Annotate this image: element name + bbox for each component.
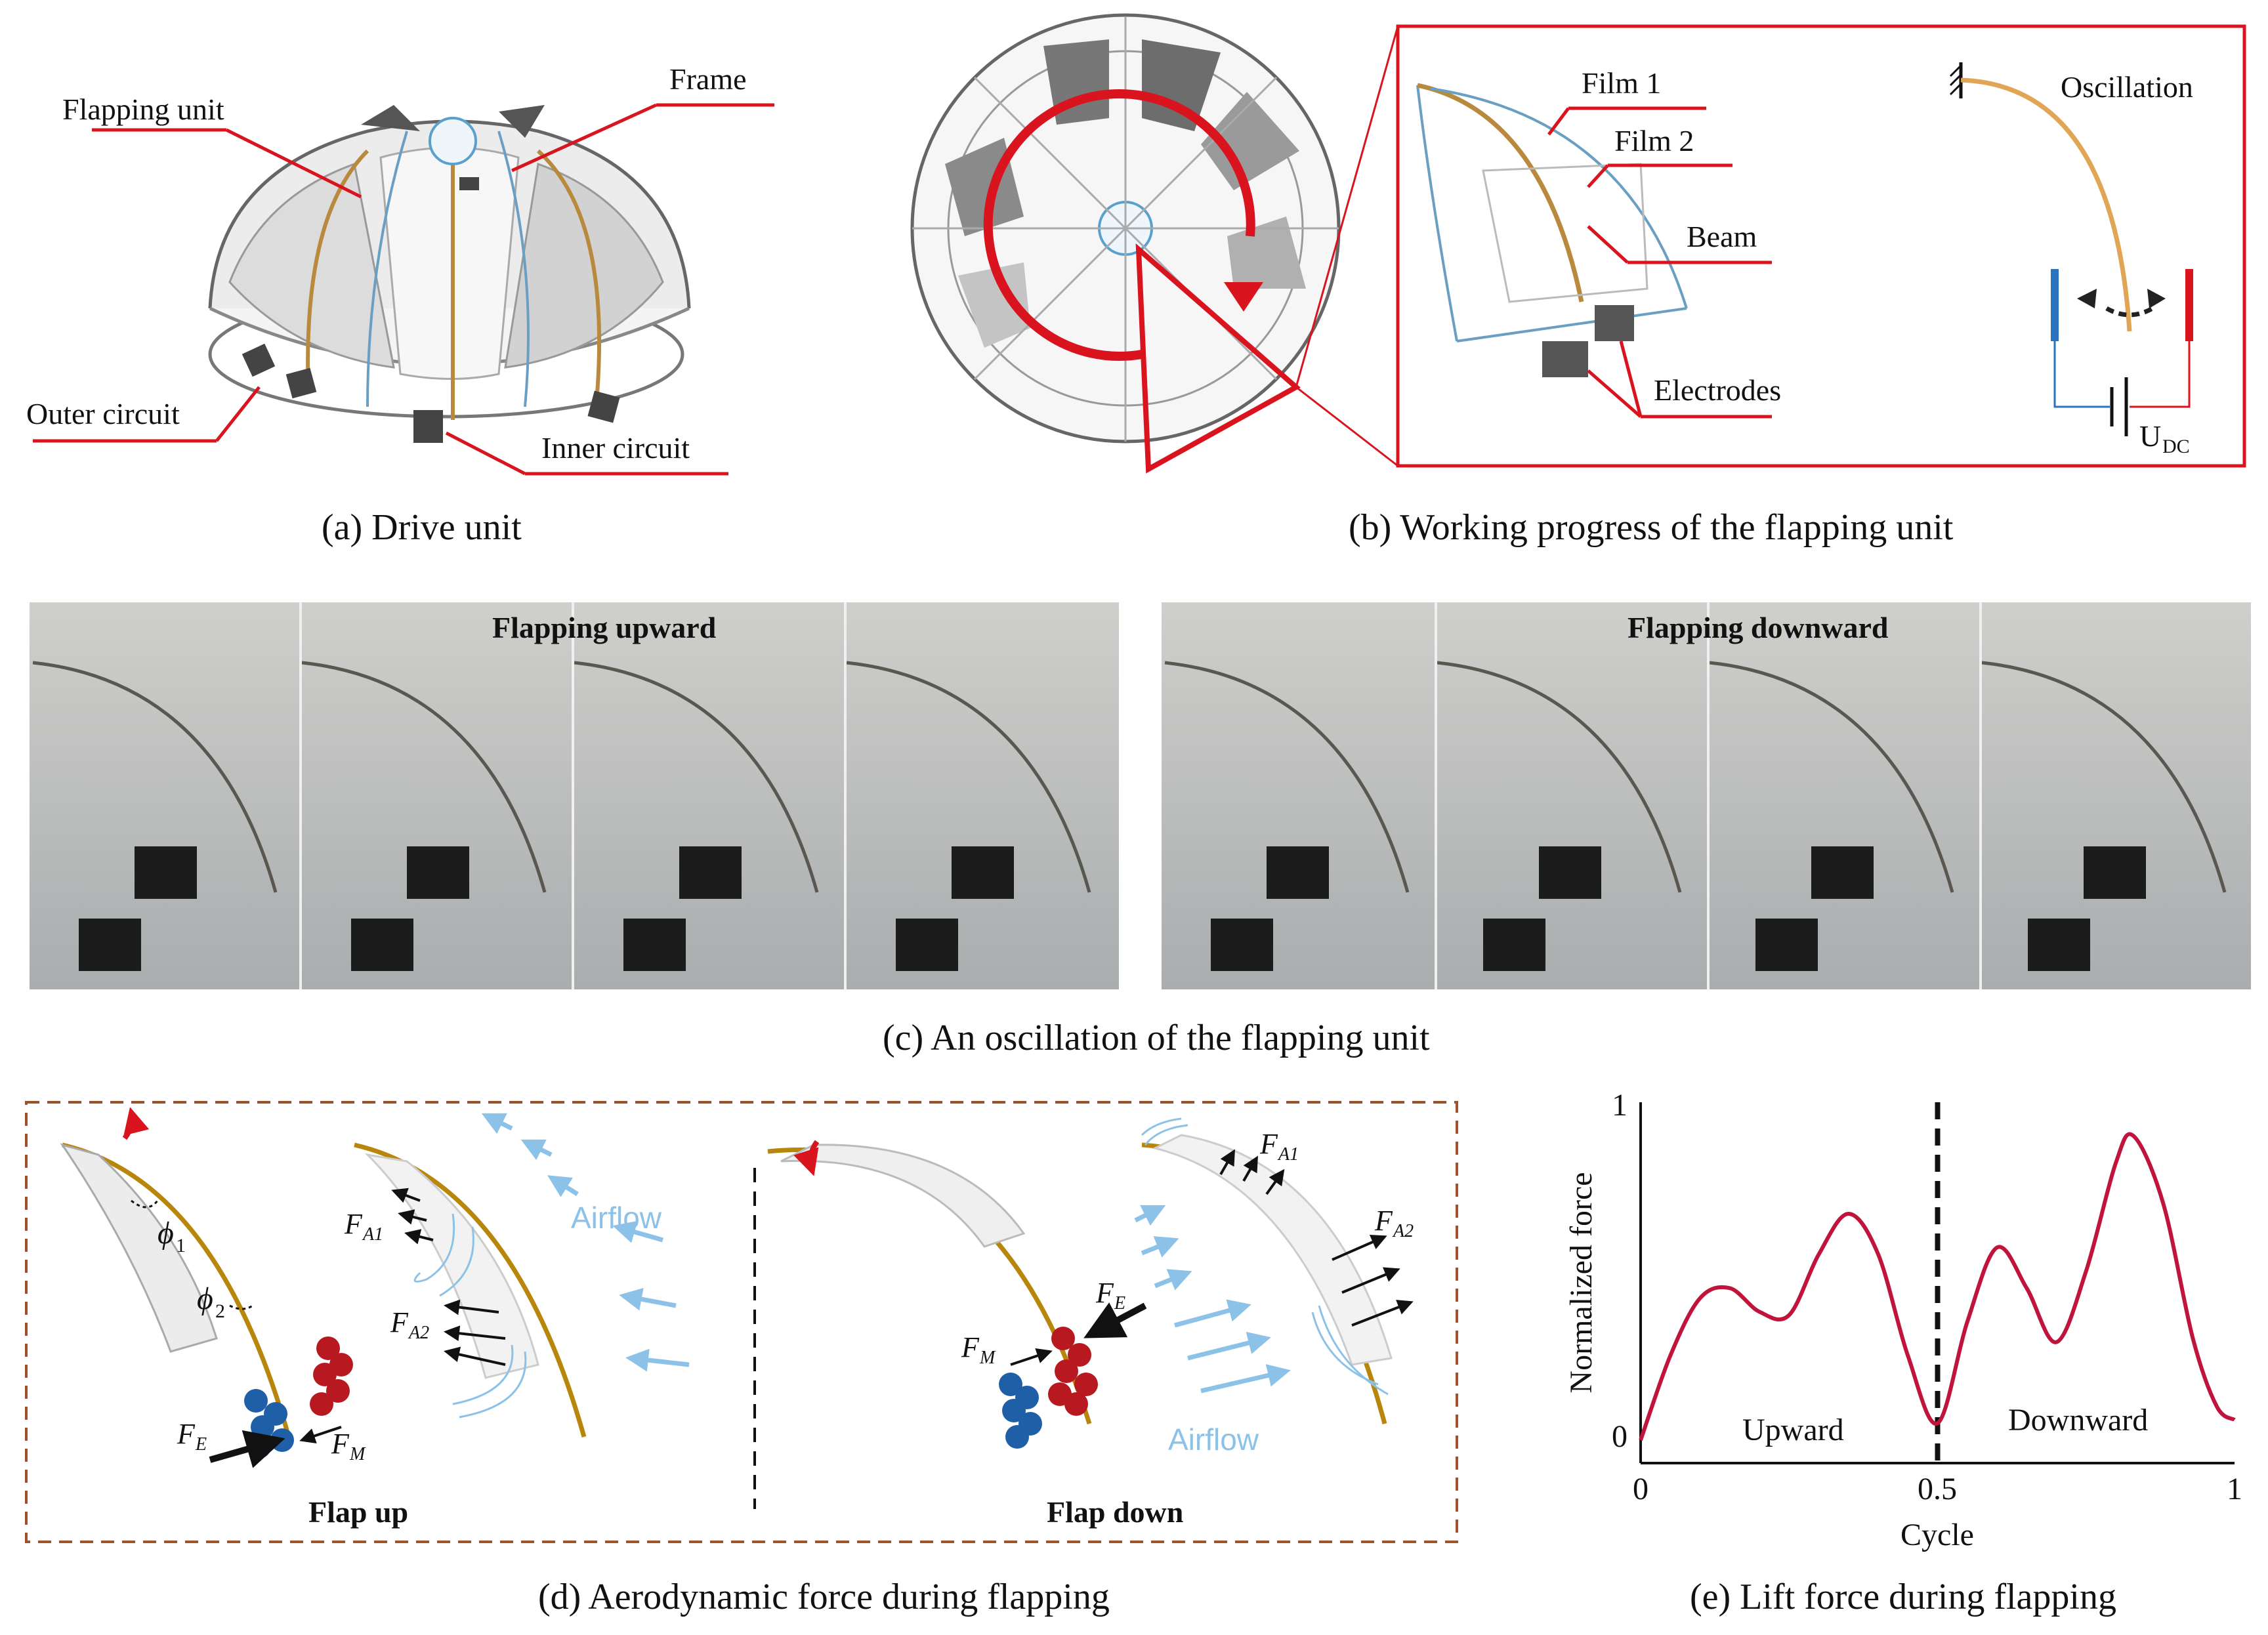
panel-d-frame — [25, 1101, 1458, 1543]
svg-text:Outer circuit: Outer circuit — [26, 397, 180, 430]
label-film2: Film 2 — [1587, 124, 1732, 188]
svg-text:Electrodes: Electrodes — [1654, 373, 1781, 407]
downward-frames — [1164, 602, 2227, 989]
panel-c: Flapping upward — [30, 602, 2251, 1058]
flap-down-labels: F E F M F A1 F A2 Airflow Flap down — [961, 1128, 1414, 1529]
caption-a: (a) Drive unit — [322, 507, 522, 548]
label-film1: Film 1 — [1547, 66, 1706, 136]
photo-strip-downward: Flapping downward — [1162, 602, 2251, 989]
flap-down-label: Flap down — [1047, 1495, 1183, 1529]
svg-text:E: E — [195, 1434, 207, 1455]
flapping-downward-title: Flapping downward — [1628, 611, 1889, 644]
label-outer-circuit: Outer circuit — [26, 386, 261, 443]
series-line — [1639, 1132, 2236, 1441]
caption-d: (d) Aerodynamic force during flapping — [538, 1577, 1110, 1617]
flap-up-labels: ϕ 1 ϕ 2 F E F M F A1 F A2 Airflow Flap u… — [158, 1201, 662, 1529]
svg-text:E: E — [1114, 1293, 1125, 1314]
flap-down-airflow — [1134, 1117, 1414, 1424]
x-tick-1: 1 — [2227, 1472, 2242, 1506]
svg-text:Film 1: Film 1 — [1582, 66, 1661, 100]
svg-text:A2: A2 — [1392, 1221, 1414, 1241]
svg-text:F: F — [331, 1428, 350, 1460]
detail-box — [1396, 24, 2246, 468]
flapping-upward-title: Flapping upward — [492, 611, 717, 644]
svg-text:M: M — [349, 1444, 366, 1464]
label-frame: Frame — [511, 62, 774, 173]
svg-text:Flapping unit: Flapping unit — [62, 93, 224, 126]
svg-text:Airflow: Airflow — [571, 1201, 662, 1235]
svg-text:1: 1 — [176, 1235, 186, 1256]
unit-detail-drawing — [1416, 83, 1688, 377]
y-tick-0: 0 — [1612, 1419, 1628, 1454]
label-flapping-unit: Flapping unit — [62, 93, 362, 199]
label-electrodes: Electrodes — [1587, 341, 1781, 419]
lift-force-chart: 0 0.5 1 0 1 Cycle Normalized force Upwar… — [1564, 1088, 2242, 1552]
svg-text:Oscillation: Oscillation — [2061, 70, 2193, 104]
y-tick-1: 1 — [1612, 1088, 1628, 1123]
panel-b: Film 1 Film 2 Beam Electrodes — [910, 13, 2246, 548]
svg-text:F: F — [177, 1418, 196, 1450]
svg-text:F: F — [1095, 1277, 1114, 1309]
svg-text:Frame: Frame — [669, 62, 747, 96]
caption-e: (e) Lift force during flapping — [1690, 1577, 2116, 1617]
upward-label: Upward — [1742, 1413, 1844, 1447]
panel-d: ϕ 1 ϕ 2 F E F M F A1 F A2 Airflow Flap u… — [25, 1101, 1458, 1617]
x-tick-0: 0 — [1633, 1472, 1648, 1506]
upward-frames — [32, 602, 1091, 989]
top-view-drawing — [910, 13, 1399, 474]
x-axis-label: Cycle — [1900, 1518, 1974, 1552]
flap-down-wing — [767, 1140, 1147, 1449]
svg-text:A2: A2 — [408, 1323, 429, 1343]
caption-b: (b) Working progress of the flapping uni… — [1349, 507, 1954, 548]
svg-text:F: F — [390, 1306, 409, 1338]
svg-text:Inner circuit: Inner circuit — [541, 431, 690, 465]
flap-up-label: Flap up — [308, 1495, 408, 1529]
svg-text:Film 2: Film 2 — [1614, 124, 1694, 157]
panel-a: Flapping unit Frame Outer circuit Inner … — [26, 62, 774, 548]
svg-text:F: F — [1259, 1128, 1278, 1160]
svg-text:A1: A1 — [1277, 1144, 1299, 1165]
svg-text:2: 2 — [215, 1300, 225, 1322]
svg-text:U: U — [2139, 419, 2161, 453]
x-tick-0-5: 0.5 — [1918, 1472, 1957, 1506]
svg-text:ϕ: ϕ — [197, 1281, 213, 1316]
svg-text:Beam: Beam — [1687, 220, 1757, 253]
downward-label: Downward — [2008, 1403, 2148, 1438]
caption-c: (c) An oscillation of the flapping unit — [883, 1018, 1430, 1058]
label-inner-circuit: Inner circuit — [445, 431, 728, 476]
svg-text:M: M — [979, 1348, 996, 1368]
flap-up-wing — [60, 1107, 353, 1468]
photo-strip-upward: Flapping upward — [30, 602, 1119, 989]
panel-e: 0 0.5 1 0 1 Cycle Normalized force Upwar… — [1564, 1088, 2242, 1617]
flap-up-airflow — [354, 1113, 690, 1438]
svg-text:F: F — [1374, 1205, 1393, 1237]
y-axis-label: Normalized force — [1564, 1172, 1599, 1393]
svg-text:DC: DC — [2162, 436, 2190, 457]
svg-text:A1: A1 — [362, 1224, 383, 1245]
svg-text:ϕ: ϕ — [158, 1216, 174, 1251]
svg-text:F: F — [344, 1208, 363, 1240]
svg-text:Airflow: Airflow — [1168, 1422, 1259, 1457]
label-beam: Beam — [1587, 220, 1772, 264]
oscillation-schematic: Oscillation U DC — [1949, 62, 2193, 457]
dome-drawing — [208, 105, 691, 443]
svg-text:F: F — [961, 1331, 980, 1363]
